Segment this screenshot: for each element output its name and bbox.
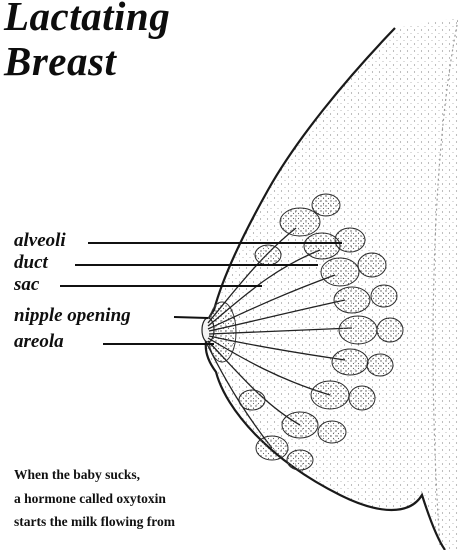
label-sac: sac xyxy=(14,275,39,295)
caption-line-1: When the baby sucks, xyxy=(14,463,175,487)
caption-line-3: starts the milk flowing from xyxy=(14,510,175,534)
label-duct: duct xyxy=(14,253,48,273)
leader-nipple-opening xyxy=(174,317,208,318)
label-alveoli: alveoli xyxy=(14,231,66,251)
label-areola: areola xyxy=(14,332,64,352)
label-nipple-opening: nipple opening xyxy=(14,306,131,326)
caption-text: When the baby sucks, a hormone called ox… xyxy=(14,463,175,534)
caption-line-2: a hormone called oxytoxin xyxy=(14,487,175,511)
